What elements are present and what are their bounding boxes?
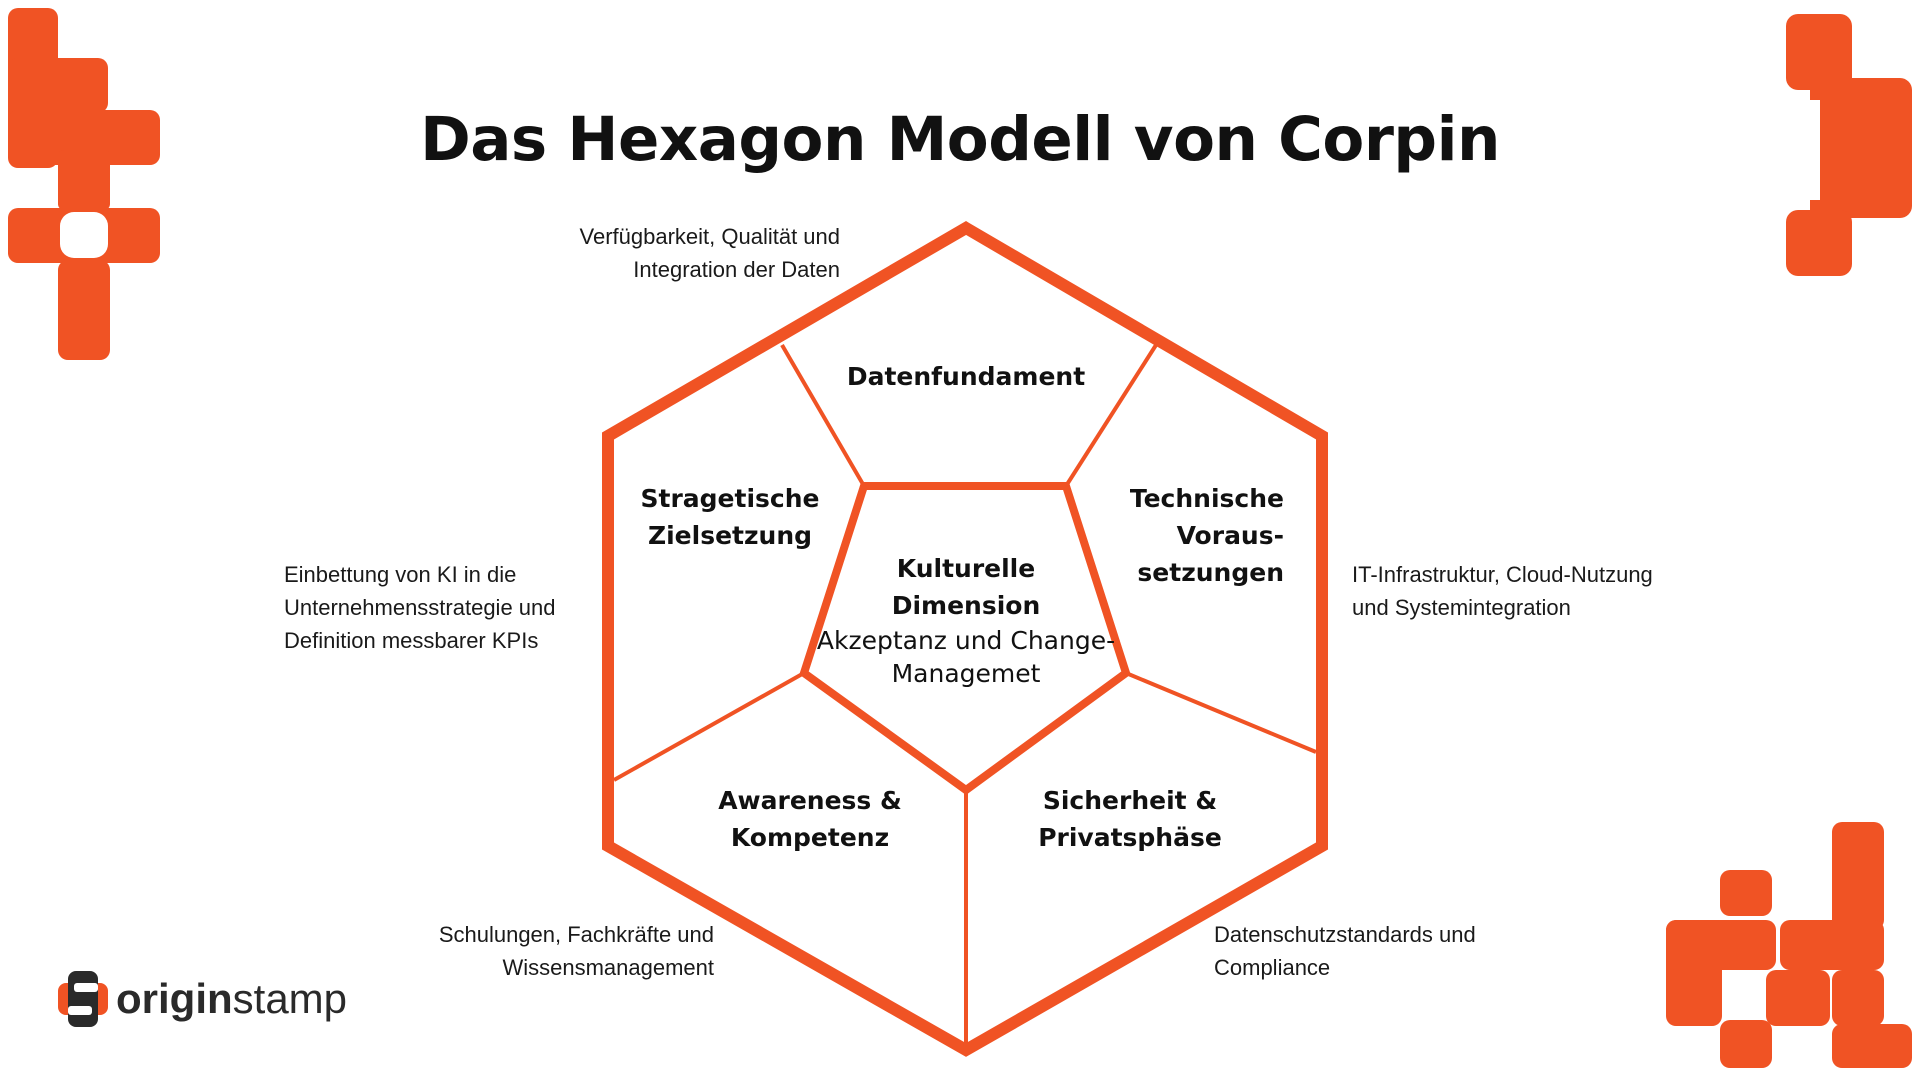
segment-awareness-kompetenz: Awareness & Kompetenz xyxy=(680,782,940,856)
logo-text-bold: origin xyxy=(116,975,233,1022)
divider-right xyxy=(1125,671,1317,754)
pixel-shape-top-left xyxy=(8,8,160,360)
note-line: Integration der Daten xyxy=(633,257,840,282)
segment-strategische-zielsetzung: Stragetische Zielsetzung xyxy=(620,480,840,554)
divider-top-left xyxy=(780,343,866,488)
pixel-shape-top-right xyxy=(1786,14,1912,276)
segment-label: Stragetische xyxy=(640,484,820,513)
segment-datenfundament: Datenfundament xyxy=(816,358,1116,395)
divider-left xyxy=(613,671,805,782)
note-line: Compliance xyxy=(1214,955,1331,980)
note-line: IT-Infrastruktur, Cloud-Nutzung xyxy=(1352,562,1653,587)
segment-sublabel: Akzeptanz und Change- xyxy=(816,626,1116,655)
note-line: Verfügbarkeit, Qualität und xyxy=(579,224,841,249)
segment-label: Datenfundament xyxy=(846,362,1086,391)
logo-wordmark: originstamp xyxy=(116,975,347,1023)
note-awareness-kompetenz: Schulungen, Fachkräfte und Wissensmanage… xyxy=(380,918,714,984)
originstamp-logo-icon xyxy=(58,971,108,1027)
page-title: Das Hexagon Modell von Corpin xyxy=(420,104,1500,175)
pixel-shape-bottom-right xyxy=(1666,822,1912,1068)
note-line: Datenschutzstandards und xyxy=(1214,922,1476,947)
segment-technische-voraussetzungen: Technische Voraus- setzungen xyxy=(1100,480,1284,591)
note-line: Definition messbarer KPIs xyxy=(284,628,539,653)
note-line: Wissensmanagement xyxy=(502,955,714,980)
segment-kulturelle-dimension: Kulturelle Dimension Akzeptanz und Chang… xyxy=(816,550,1116,690)
note-line: Einbettung von KI in die xyxy=(284,562,517,587)
segment-label: Dimension xyxy=(891,591,1041,620)
outer-hexagon xyxy=(602,221,1328,1057)
note-line: Unternehmensstrategie und xyxy=(284,595,556,620)
note-line: Schulungen, Fachkräfte und xyxy=(438,922,714,947)
segment-label: Voraus- xyxy=(1176,521,1284,550)
segment-label: Technische xyxy=(1129,484,1284,513)
divider-top-right xyxy=(1064,343,1158,488)
segment-label: Zielsetzung xyxy=(647,521,813,550)
segment-label: Kompetenz xyxy=(730,823,890,852)
inner-pentagon xyxy=(799,482,1131,795)
segment-label: Kulturelle xyxy=(896,554,1036,583)
segment-label: setzungen xyxy=(1137,558,1284,587)
logo-text-regular: stamp xyxy=(232,975,348,1022)
note-technische-voraussetzungen: IT-Infrastruktur, Cloud-Nutzung und Syst… xyxy=(1352,558,1732,624)
segment-label: Privatsphäse xyxy=(1038,823,1222,852)
segment-sicherheit-privatsphaese: Sicherheit & Privatsphäse xyxy=(1000,782,1260,856)
note-sicherheit-privatsphaese: Datenschutzstandards und Compliance xyxy=(1214,918,1554,984)
segment-label: Awareness & xyxy=(718,786,902,815)
segment-sublabel: Managemet xyxy=(891,659,1041,688)
segment-label: Sicherheit & xyxy=(1042,786,1218,815)
note-line: und Systemintegration xyxy=(1352,595,1571,620)
brand-logo: originstamp xyxy=(58,970,347,1028)
note-datenfundament: Verfügbarkeit, Qualität und Integration … xyxy=(500,220,841,286)
note-strategische-zielsetzung: Einbettung von KI in die Unternehmensstr… xyxy=(284,558,604,657)
